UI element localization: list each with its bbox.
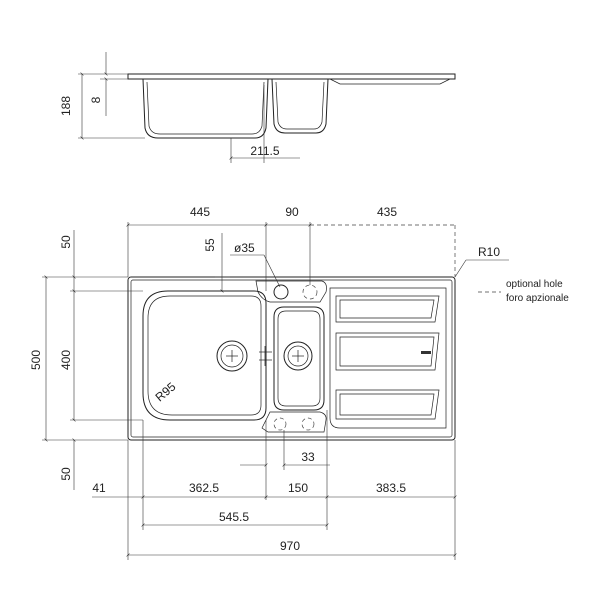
- drainer-rib-1: [335, 295, 440, 323]
- section-view: [78, 52, 456, 163]
- tap-recess-top: [255, 280, 327, 303]
- dim-gap-90: 90: [285, 205, 299, 219]
- section-rim: [127, 73, 456, 80]
- dim-drainer-383-5: 383.5: [376, 481, 406, 495]
- note-optional-hole: optional hole: [506, 279, 563, 290]
- dim-bottom-margin-50: 50: [59, 467, 73, 481]
- dim-two-bowls-545-5: 545.5: [219, 510, 249, 524]
- label-corner-radius: R10: [478, 245, 500, 259]
- drainer-rib-2: [335, 332, 440, 371]
- dim-drainer-435: 435: [377, 205, 397, 219]
- label-bowl-radius: R95: [152, 379, 178, 404]
- small-bowl: [273, 306, 325, 411]
- drainer-area: [329, 287, 447, 429]
- optional-hole-top: [302, 284, 318, 300]
- dim-offset-33: 33: [301, 450, 315, 464]
- dim-top-margin-50: 50: [59, 235, 73, 249]
- plan-view: [42, 222, 509, 560]
- sink-outline: [127, 276, 456, 441]
- tap-hole: [273, 284, 289, 300]
- note-foro-opzionale: foro apzionale: [506, 293, 569, 304]
- main-bowl-drain: [216, 340, 248, 372]
- section-main-bowl: [142, 78, 269, 139]
- dim-main-bowl-362-5: 362.5: [189, 481, 219, 495]
- dim-small-bowl-150: 150: [288, 481, 308, 495]
- dim-bowl-depth-400: 400: [59, 350, 73, 370]
- small-bowl-drain: [283, 341, 313, 371]
- dim-bowl-offset-55: 55: [203, 238, 217, 252]
- dim-rim-thickness-8: 8: [89, 96, 103, 103]
- dim-overall-width-970: 970: [280, 539, 300, 553]
- main-bowl: [142, 290, 267, 421]
- optional-hole-bottom-right: [301, 417, 315, 431]
- dim-total-depth-188: 188: [59, 96, 73, 116]
- dim-main-bowl-width-445: 445: [190, 205, 210, 219]
- section-small-bowl: [271, 78, 329, 134]
- drainer-rib-3: [335, 389, 440, 420]
- dim-bowl-offset-211-5: 211.5: [250, 144, 279, 158]
- dim-left-edge-41: 41: [92, 481, 106, 495]
- optional-hole-bottom-left: [273, 417, 287, 431]
- label-tap-hole: ø35: [234, 241, 255, 255]
- dim-overall-depth-500: 500: [29, 350, 43, 370]
- brand-plate: [421, 351, 431, 354]
- tap-recess-bottom: [261, 411, 327, 433]
